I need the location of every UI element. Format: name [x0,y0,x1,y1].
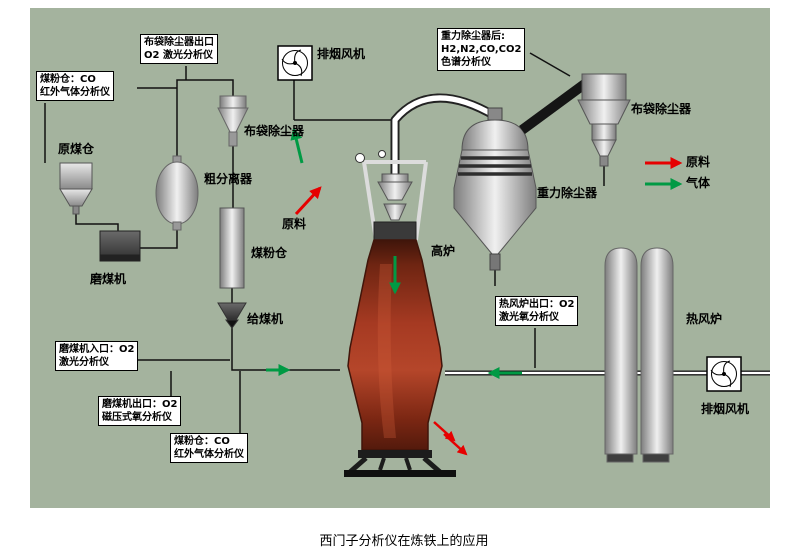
analyzer-line: 色谱分析仪 [441,57,491,68]
analyzer-line: 磨煤机入口：O2 [59,344,135,355]
label-blast-furnace: 高炉 [431,244,456,258]
process-diagram: 煤粉仓：CO 红外气体分析仪 布袋除尘器出口 O2 激光分析仪 重力除尘器后: … [30,8,770,508]
gravity-collector-shape [453,107,537,271]
analyzer-box-mill-outlet: 磨煤机出口：O2 磁压式氧分析仪 [98,396,182,426]
bag-filter-left-shape [217,95,249,147]
label-gravity-collector: 重力除尘器 [537,186,598,200]
legend-gas-label: 气体 [686,176,711,190]
analyzer-line: 磨煤机出口：O2 [102,399,178,410]
coal-powder-bunker-shape [219,207,245,289]
raw-coal-bunker-shape [59,162,93,215]
analyzer-line: 煤粉仓：CO [40,74,96,85]
legend-arrows [645,157,683,190]
label-coal-powder-bunker: 煤粉仓 [251,246,288,260]
analyzer-line: 煤粉仓：CO [174,436,230,447]
analyzer-line: 激光分析仪 [59,357,109,368]
label-material-feed: 原料 [282,217,307,231]
analyzer-box-powder-bunker-top: 煤粉仓：CO 红外气体分析仪 [36,71,114,101]
analyzer-line: 红外气体分析仪 [174,449,244,460]
legend-material-label: 原料 [686,155,711,169]
exhaust-fan-right-shape [706,356,742,392]
coal-feeder-shape [217,302,247,329]
label-hot-blast-stove: 热风炉 [686,312,723,326]
flow-arrows [266,127,522,456]
label-coal-feeder: 给煤机 [247,312,284,326]
gravity-to-bagfilter-pipe [519,75,593,135]
label-bag-filter-left: 布袋除尘器 [244,124,305,138]
blast-furnace-shape [344,150,456,477]
diagram-canvas [44,45,770,477]
analyzer-line: 激光氧分析仪 [499,312,559,323]
coarse-separator-shape [155,155,199,231]
analyzer-box-powder-bunker-bottom: 煤粉仓：CO 红外气体分析仪 [170,433,248,463]
label-bag-filter-right: 布袋除尘器 [631,102,692,116]
analyzer-box-hot-stove-outlet: 热风炉出口：O2 激光氧分析仪 [495,296,579,326]
bag-filter-right-shape [577,73,631,167]
label-coal-mill: 磨煤机 [90,272,127,286]
analyzer-box-gravity-after: 重力除尘器后: H2,N2,CO,CO2 色谱分析仪 [437,28,526,71]
analyzer-line: 布袋除尘器出口 [144,37,214,48]
analyzer-box-bag-filter-outlet: 布袋除尘器出口 O2 激光分析仪 [140,34,218,64]
analyzer-line: 热风炉出口：O2 [499,299,575,310]
coal-mill-shape [99,230,141,262]
connector-pipes [44,52,605,435]
hot-blast-stove-shape [604,247,674,463]
analyzer-line: 红外气体分析仪 [40,87,110,98]
label-coarse-separator: 粗分离器 [204,172,253,186]
label-exhaust-fan-top: 排烟风机 [317,47,366,61]
label-raw-coal-bunker: 原煤仓 [58,142,95,156]
analyzer-line: 重力除尘器后: [441,31,505,42]
analyzer-box-mill-inlet: 磨煤机入口：O2 激光分析仪 [55,341,139,371]
analyzer-line: 磁压式氧分析仪 [102,412,172,423]
exhaust-fan-top-shape [277,45,313,81]
image-caption: 西门子分析仪在炼铁上的应用 [319,534,489,549]
analyzer-line: O2 激光分析仪 [144,50,213,61]
analyzer-line: H2,N2,CO,CO2 [441,44,522,55]
label-exhaust-fan-right: 排烟风机 [701,402,750,416]
